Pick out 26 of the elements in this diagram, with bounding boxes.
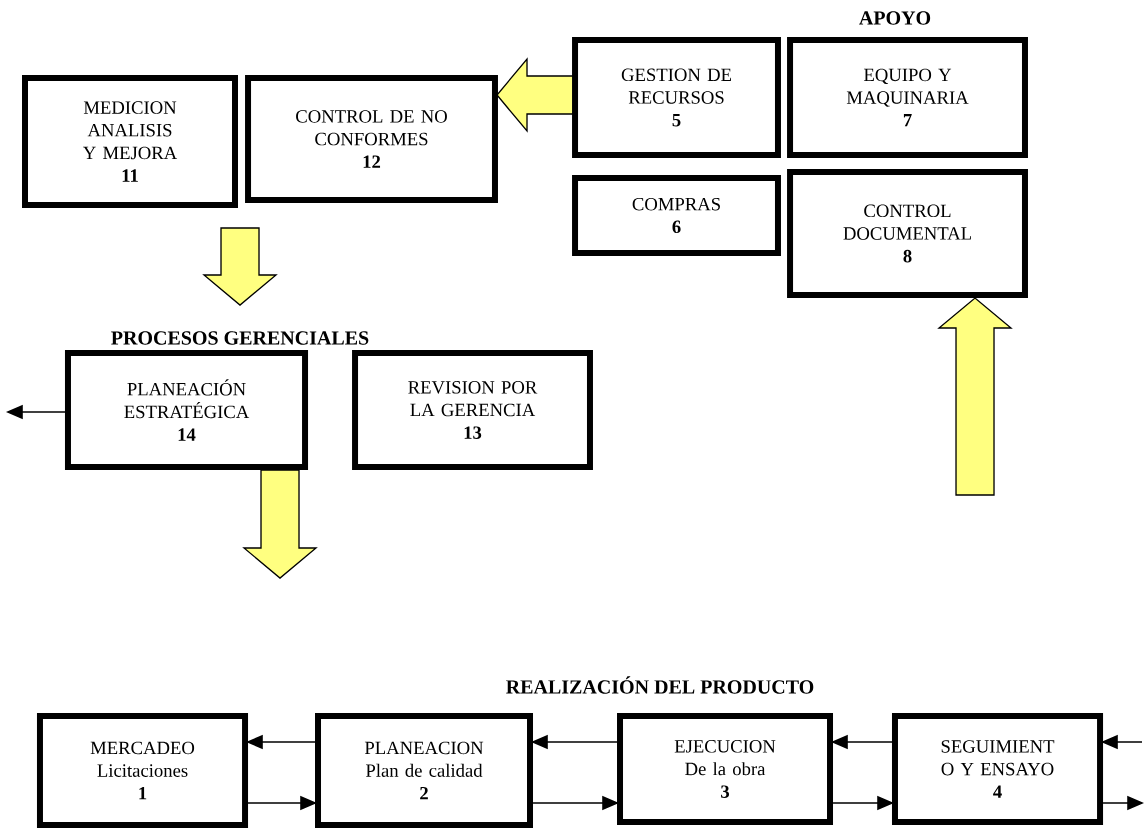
arrow [1101,735,1143,749]
arrow [832,796,895,810]
process-box: MEDICION ANALISIS Y MEJORA 11 [22,75,238,208]
arrow [532,796,620,810]
section-heading: REALIZACIÓN DEL PRODUCTO [506,676,814,694]
section-heading: PROCESOS GERENCIALES [111,331,369,345]
process-box: PLANEACION Plan de calidad 2 [315,713,533,829]
arrow [247,796,318,810]
block-arrow [242,469,318,579]
arrow [1102,796,1144,810]
process-box: CONTROL DOCUMENTAL 8 [787,169,1028,298]
arrow [530,734,618,750]
process-box: MERCADEO Licitaciones 1 [36,713,249,829]
process-box: REVISION POR LA GERENCIA 13 [352,350,593,470]
process-box: EQUIPO Y MAQUINARIA 7 [787,37,1028,158]
process-box: SEGUIMIENT O Y ENSAYO 4 [892,713,1104,825]
process-box: GESTION DE RECURSOS 5 [572,37,781,158]
block-arrow [202,227,278,306]
arrow [5,404,66,420]
process-box: COMPRAS 6 [572,175,781,256]
process-box: EJECUCION De la obra 3 [617,713,833,825]
arrow [245,734,316,750]
process-box: CONTROL DE NO CONFORMES 12 [245,75,498,203]
arrow [831,734,893,750]
block-arrow [937,297,1013,496]
process-box: PLANEACIÓN ESTRATÉGICA 14 [64,350,309,470]
